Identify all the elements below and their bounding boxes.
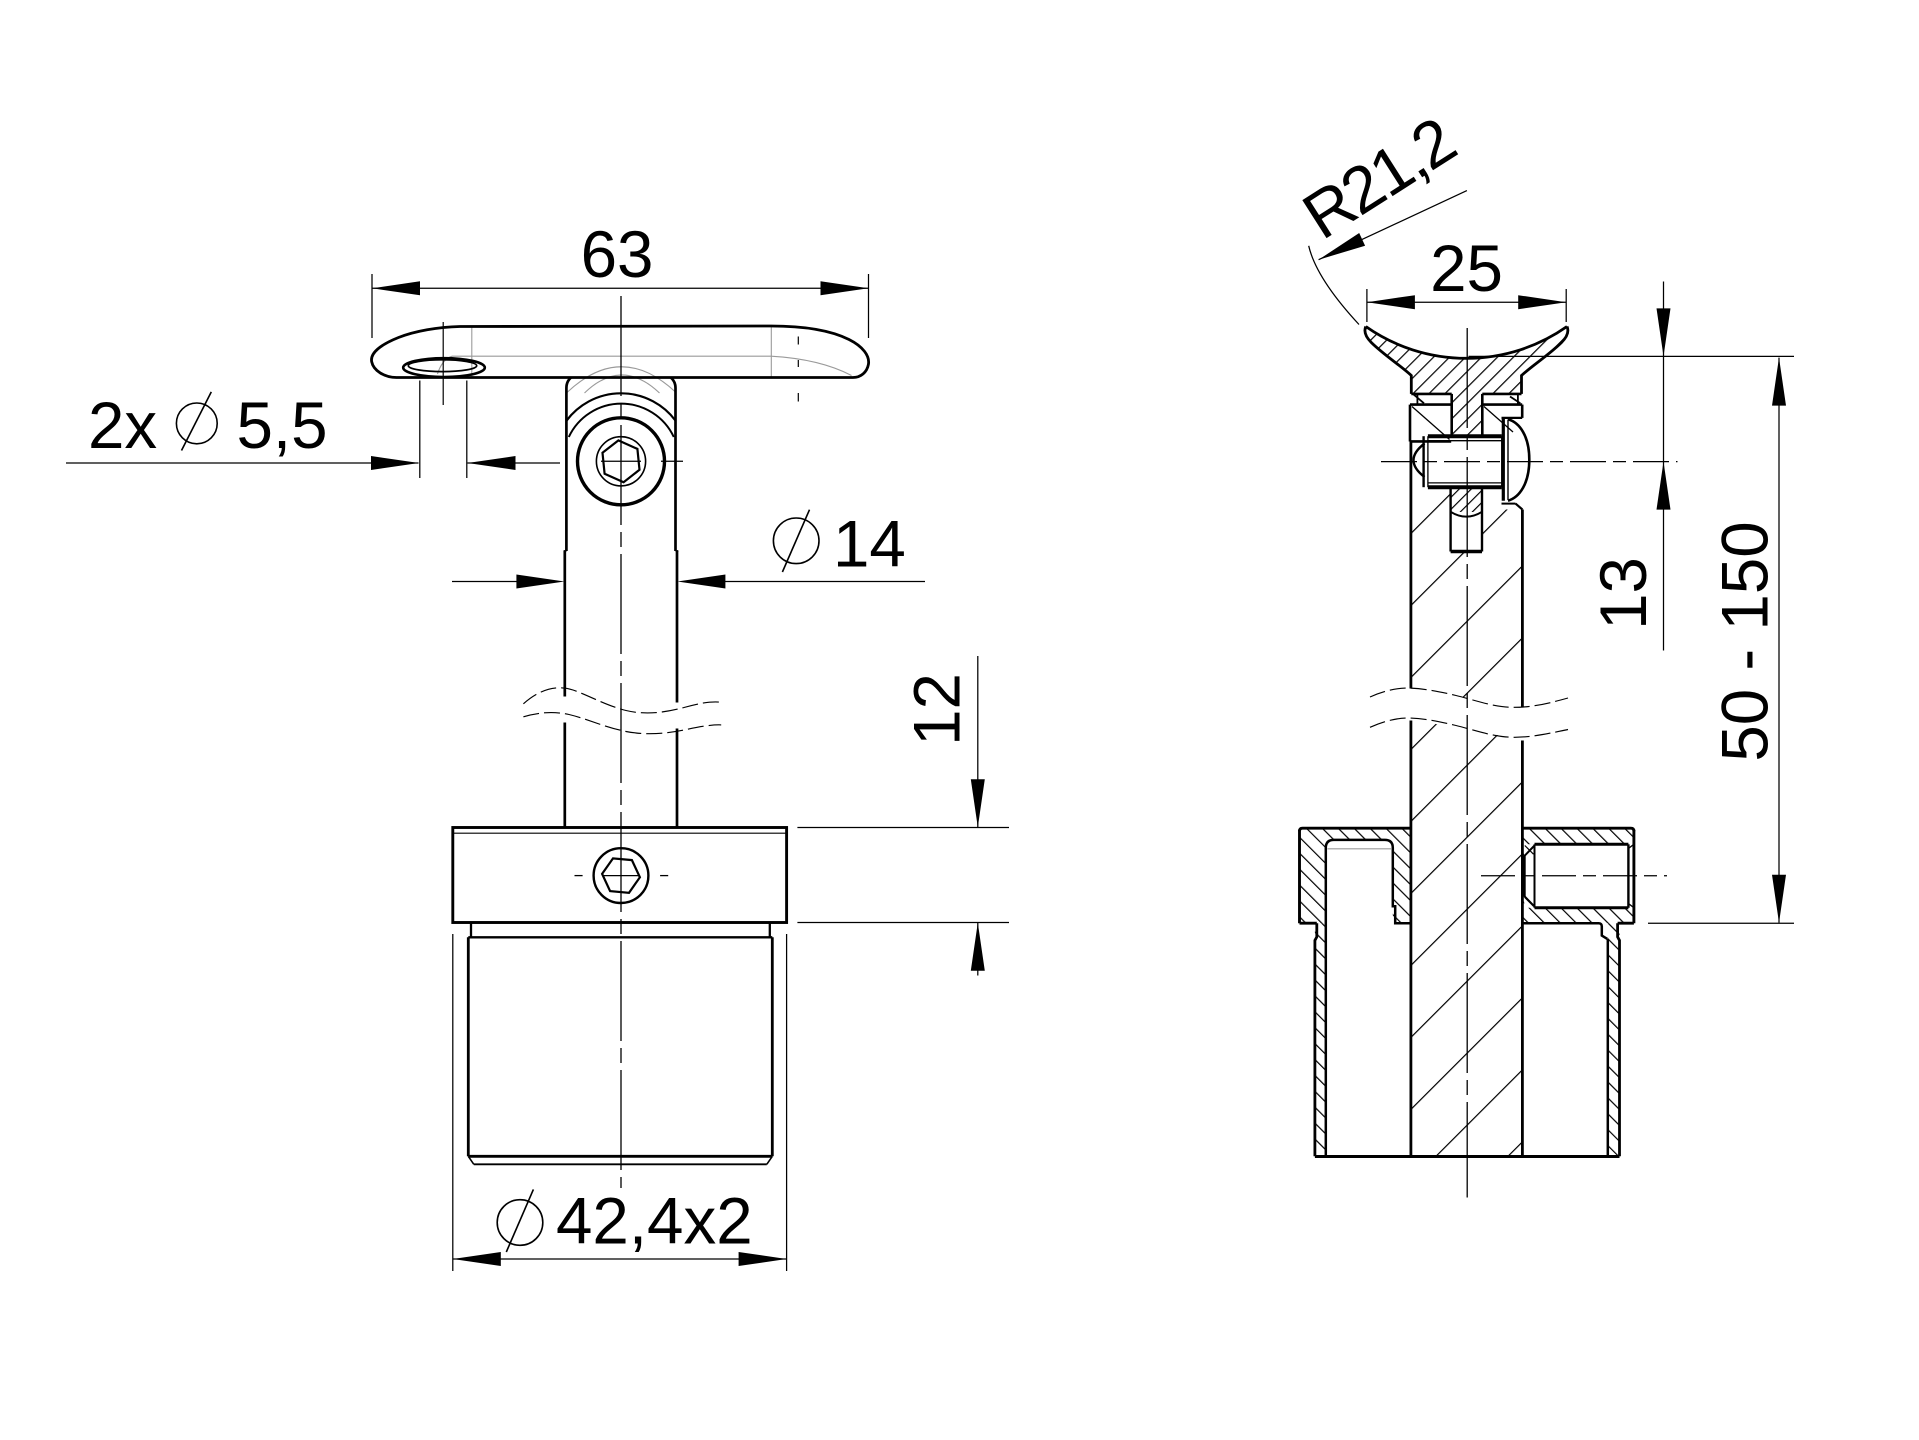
svg-text:14: 14 [833,508,906,581]
svg-text:63: 63 [581,218,654,291]
svg-text:13: 13 [1587,557,1660,630]
svg-text:5,5: 5,5 [237,389,328,462]
svg-text:2x: 2x [88,389,157,462]
svg-text:50 - 150: 50 - 150 [1709,521,1782,761]
svg-text:42,4x2: 42,4x2 [556,1185,753,1258]
svg-text:25: 25 [1430,232,1503,305]
svg-text:12: 12 [901,673,974,746]
